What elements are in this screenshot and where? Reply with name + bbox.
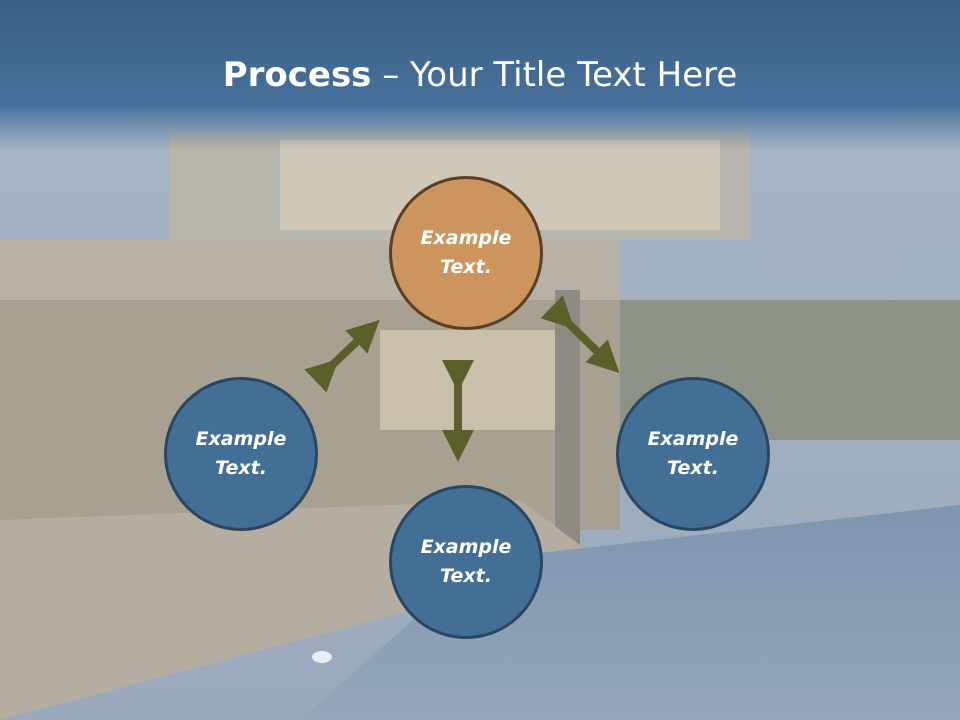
title-bold: Process xyxy=(222,55,372,95)
title-rest: – Your Title Text Here xyxy=(371,55,738,95)
title-bar xyxy=(0,0,960,150)
slide-title: Process – Your Title Text Here xyxy=(0,50,960,100)
arrow-top-right xyxy=(540,295,620,374)
arrow-top-left xyxy=(304,319,380,393)
